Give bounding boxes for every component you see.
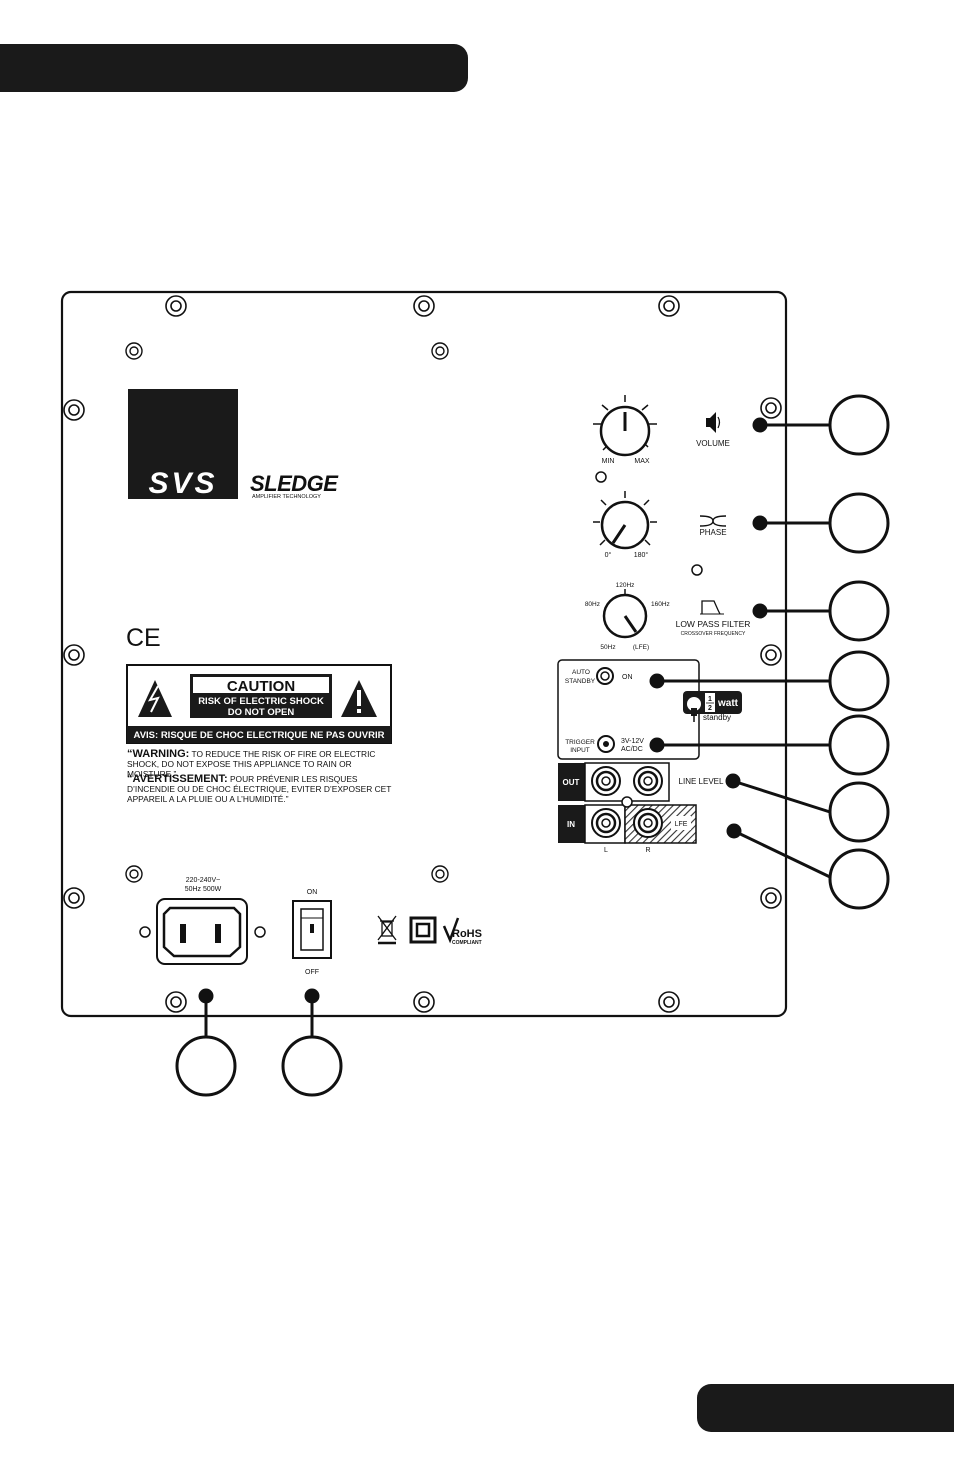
volume-knob[interactable]: MIN MAX <box>593 395 657 465</box>
svg-text:RoHS: RoHS <box>452 928 482 940</box>
callout-circle-phase <box>828 492 890 554</box>
svg-text:DO NOT OPEN: DO NOT OPEN <box>228 707 295 718</box>
svg-text:LFE: LFE <box>675 821 688 828</box>
svg-text:INPUT: INPUT <box>570 747 590 754</box>
weee-bin-icon <box>377 915 397 945</box>
lowpass-label: LOW PASS FILTER <box>676 619 751 629</box>
double-insulation-icon <box>409 916 437 944</box>
header-bar <box>0 44 468 92</box>
svg-text:ON: ON <box>622 674 633 681</box>
auto-standby-switch[interactable] <box>596 667 614 685</box>
rca-out-right-jack[interactable] <box>633 766 663 796</box>
svg-text:AVIS: RISQUE DE CHOC ELECTRIQU: AVIS: RISQUE DE CHOC ELECTRIQUE NE PAS O… <box>134 730 385 741</box>
status-led <box>595 471 607 483</box>
svg-text:220-240V~: 220-240V~ <box>186 877 220 884</box>
svg-text:50Hz 500W: 50Hz 500W <box>185 886 222 893</box>
callout-circle-power-switch <box>281 1035 343 1097</box>
callout-circle-line-out <box>828 781 890 843</box>
svg-text:OFF: OFF <box>305 969 319 976</box>
rca-in-right-lfe-jack[interactable] <box>633 808 663 838</box>
callout-circle-standby <box>828 650 890 712</box>
svg-text:1: 1 <box>708 696 712 703</box>
svg-text:AUTO: AUTO <box>572 669 590 676</box>
svg-text:RISK OF ELECTRIC SHOCK: RISK OF ELECTRIC SHOCK <box>198 696 324 707</box>
panel-screws <box>63 295 782 1013</box>
svg-text:AMPLIFIER TECHNOLOGY: AMPLIFIER TECHNOLOGY <box>252 494 321 500</box>
callout-circle-power-inlet <box>175 1035 237 1097</box>
rca-out-left-jack[interactable] <box>591 766 621 796</box>
svg-text:IN: IN <box>567 820 575 829</box>
svg-text:SVS: SVS <box>148 467 217 500</box>
svg-text:2: 2 <box>708 705 712 712</box>
callout-circle-line-in <box>828 848 890 910</box>
caution-title: CAUTION <box>227 678 295 695</box>
svg-text:ON: ON <box>307 889 318 896</box>
ce-mark: CE <box>126 624 161 652</box>
svg-text:120Hz: 120Hz <box>616 582 635 589</box>
callout-dots <box>198 417 768 1004</box>
lowpass-icon <box>700 600 724 615</box>
callout-lines <box>204 423 831 1038</box>
svg-text:AC/DC: AC/DC <box>621 746 643 753</box>
svg-text:SLEDGE: SLEDGE <box>250 471 339 496</box>
line-level-label: LINE LEVEL <box>679 777 724 786</box>
callout-circle-trigger <box>828 714 890 776</box>
caution-label: CAUTION RISK OF ELECTRIC SHOCK DO NOT OP… <box>126 664 392 744</box>
rca-in-left-jack[interactable] <box>591 808 621 838</box>
power-switch[interactable]: ON OFF <box>292 889 332 976</box>
footer-page-bar <box>697 1384 954 1432</box>
svs-logo: SVS <box>128 389 238 500</box>
phase-label: PHASE <box>699 528 726 537</box>
trigger-input-jack[interactable] <box>597 735 615 753</box>
svg-text:CROSSOVER FREQUENCY: CROSSOVER FREQUENCY <box>681 631 746 637</box>
status-led <box>621 796 633 808</box>
svg-text:L: L <box>604 847 608 854</box>
callout-circles <box>175 394 890 1097</box>
rohs-mark: RoHS COMPLIANT <box>442 917 482 946</box>
warning-text-en: “WARNING: TO REDUCE THE RISK OF FIRE OR … <box>127 748 376 780</box>
power-inlet[interactable]: 220-240V~ 50Hz 500W <box>139 877 266 965</box>
svg-text:MAX: MAX <box>634 458 650 465</box>
warning-text-fr: “AVERTISSEMENT: POUR PRÉVENIR LES RISQUE… <box>127 773 392 805</box>
svg-text:R: R <box>645 847 650 854</box>
svg-text:180°: 180° <box>634 551 649 559</box>
svg-text:COMPLIANT: COMPLIANT <box>452 940 482 946</box>
svg-text:OUT: OUT <box>563 778 580 787</box>
svg-text:STANDBY: STANDBY <box>565 678 596 685</box>
svg-text:(LFE): (LFE) <box>633 644 649 651</box>
phase-icon <box>699 515 727 527</box>
volume-label: VOLUME <box>696 439 730 448</box>
sledge-logo: SLEDGE AMPLIFIER TECHNOLOGY <box>250 471 340 500</box>
svg-text:3V-12V: 3V-12V <box>621 738 644 745</box>
svg-text:MIN: MIN <box>602 458 615 465</box>
lowpass-knob[interactable]: 120Hz 80Hz 160Hz 50Hz (LFE) <box>585 582 670 651</box>
speaker-icon <box>706 412 721 433</box>
status-led <box>691 564 703 576</box>
svg-text:0°: 0° <box>605 551 612 559</box>
svg-text:standby: standby <box>703 713 731 722</box>
phase-knob[interactable]: 0° 180° <box>593 491 657 559</box>
svg-text:watt: watt <box>717 698 739 709</box>
svg-text:80Hz: 80Hz <box>585 601 600 608</box>
half-watt-standby-badge: 1 2 watt standby <box>683 691 742 722</box>
callout-circle-volume <box>828 394 890 456</box>
svg-text:TRIGGER: TRIGGER <box>565 739 595 746</box>
svg-text:160Hz: 160Hz <box>651 601 670 608</box>
callout-circle-lowpass <box>828 580 890 642</box>
svg-text:50Hz: 50Hz <box>600 644 615 651</box>
